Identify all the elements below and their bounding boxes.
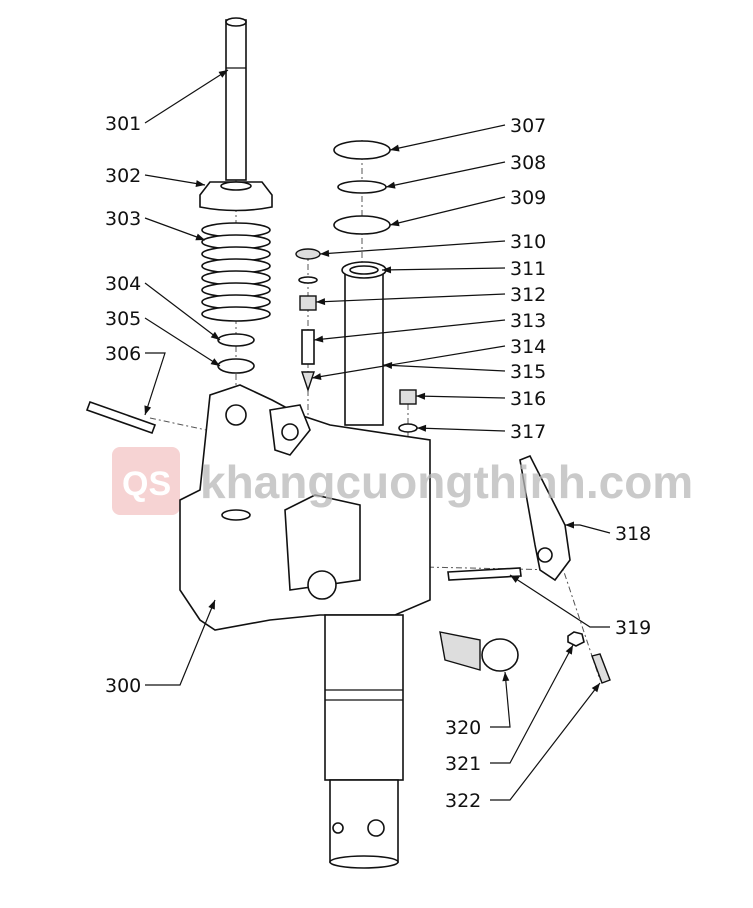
arrowhead-icon (208, 600, 215, 610)
part-label-322: 322 (445, 790, 481, 812)
watermark-logo (112, 447, 180, 515)
part-label-321: 321 (445, 753, 481, 775)
part-301-piston (225, 17, 247, 181)
part-300-pump-body (179, 384, 431, 631)
arrowhead-icon (195, 180, 205, 187)
part-label-312: 312 (510, 284, 546, 306)
part-labels: 300 301 302 303 304 305 306 307 308 309 310 311 312 3… (105, 69, 651, 812)
spring-coil (201, 306, 271, 322)
part-304-washer (217, 333, 255, 347)
leader-line-311 (381, 267, 506, 271)
watermark-text: khangcuongthinh.com (200, 456, 693, 508)
part-313-spring (301, 329, 315, 365)
part-label-311: 311 (510, 258, 546, 280)
part-label-307: 307 (510, 115, 546, 137)
arrowhead-icon (565, 645, 573, 655)
part-label-319: 319 (615, 617, 651, 639)
part-label-318: 318 (615, 523, 651, 545)
part-308-oring (337, 180, 387, 194)
part-label-305: 305 (105, 308, 141, 330)
part-307-ring (333, 140, 391, 160)
leader-line-303 (144, 217, 206, 241)
leader-line-321 (490, 644, 574, 764)
leader-line-319 (509, 574, 610, 628)
part-317-washer (398, 423, 418, 433)
part-309-ring (333, 215, 391, 235)
arrowhead-icon (210, 331, 220, 340)
part-321-nut (567, 631, 585, 647)
arrowhead-icon (320, 249, 330, 257)
arrowhead-icon (218, 70, 228, 78)
part-318-lever (519, 454, 571, 582)
leader-line-300 (145, 599, 216, 686)
leader-line-310 (319, 240, 506, 255)
part-label-302: 302 (105, 165, 141, 187)
part-label-306: 306 (105, 343, 141, 365)
part-310-plug (295, 248, 321, 260)
arrowhead-icon (510, 575, 520, 583)
leader-line-306 (144, 352, 166, 416)
part-label-316: 316 (510, 388, 546, 410)
part-319-pin (447, 567, 522, 581)
arrowhead-icon (416, 392, 426, 400)
leader-line-309 (389, 196, 506, 226)
leader-line-317 (416, 427, 506, 432)
arrowhead-icon (210, 358, 220, 366)
part-label-309: 309 (510, 187, 546, 209)
arrowhead-icon (195, 233, 205, 241)
arrowhead-icon (314, 335, 324, 343)
part-322-setscrew (591, 653, 611, 684)
arrowhead-icon (390, 144, 400, 152)
leader-line-322 (490, 682, 601, 801)
arrowhead-icon (312, 373, 322, 380)
leader-line-313 (313, 319, 506, 341)
part-label-310: 310 (510, 231, 546, 253)
part-label-313: 313 (510, 310, 546, 332)
part-320-valve (439, 631, 519, 672)
arrowhead-icon (316, 298, 326, 306)
leader-line-301 (144, 69, 229, 124)
part-306-pin (85, 400, 157, 435)
part-303-spring (201, 222, 271, 322)
part-314-needle (301, 371, 315, 393)
watermark-logo-group: QS (112, 447, 180, 515)
leader-line-302 (144, 174, 206, 186)
arrowhead-icon (565, 521, 574, 529)
part-label-301: 301 (105, 113, 141, 135)
arrowhead-icon (383, 361, 393, 369)
part-label-317: 317 (510, 421, 546, 443)
part-label-315: 315 (510, 361, 546, 383)
leader-line-315 (382, 364, 506, 372)
arrowhead-icon (591, 683, 600, 693)
part-305-seal (217, 358, 255, 374)
watermark-logo-text: QS (122, 465, 171, 503)
part-label-300: 300 (105, 675, 141, 697)
leader-line-305 (144, 317, 221, 367)
part-label-304: 304 (105, 273, 141, 295)
arrowhead-icon (417, 424, 427, 432)
arrowhead-icon (144, 405, 152, 415)
part-label-303: 303 (105, 208, 141, 230)
arrowhead-icon (382, 266, 392, 274)
part-311-oring (298, 276, 318, 284)
leader-line-307 (389, 124, 506, 151)
leader-line-312 (315, 293, 506, 303)
part-316-bolt (399, 389, 417, 405)
leader-line-308 (385, 161, 506, 188)
leader-line-314 (311, 345, 506, 379)
arrowhead-icon (390, 219, 400, 227)
part-312-screw (299, 295, 317, 311)
arrowhead-icon (502, 672, 510, 682)
leader-line-320 (490, 671, 511, 728)
arrowhead-icon (386, 181, 396, 189)
part-label-308: 308 (510, 152, 546, 174)
part-315-cylinder (341, 261, 387, 426)
part-label-320: 320 (445, 717, 481, 739)
part-300-shaft (324, 614, 404, 869)
part-302-cap (199, 181, 273, 212)
leader-line-316 (415, 395, 506, 399)
leader-line-304 (144, 282, 221, 341)
part-label-314: 314 (510, 336, 546, 358)
